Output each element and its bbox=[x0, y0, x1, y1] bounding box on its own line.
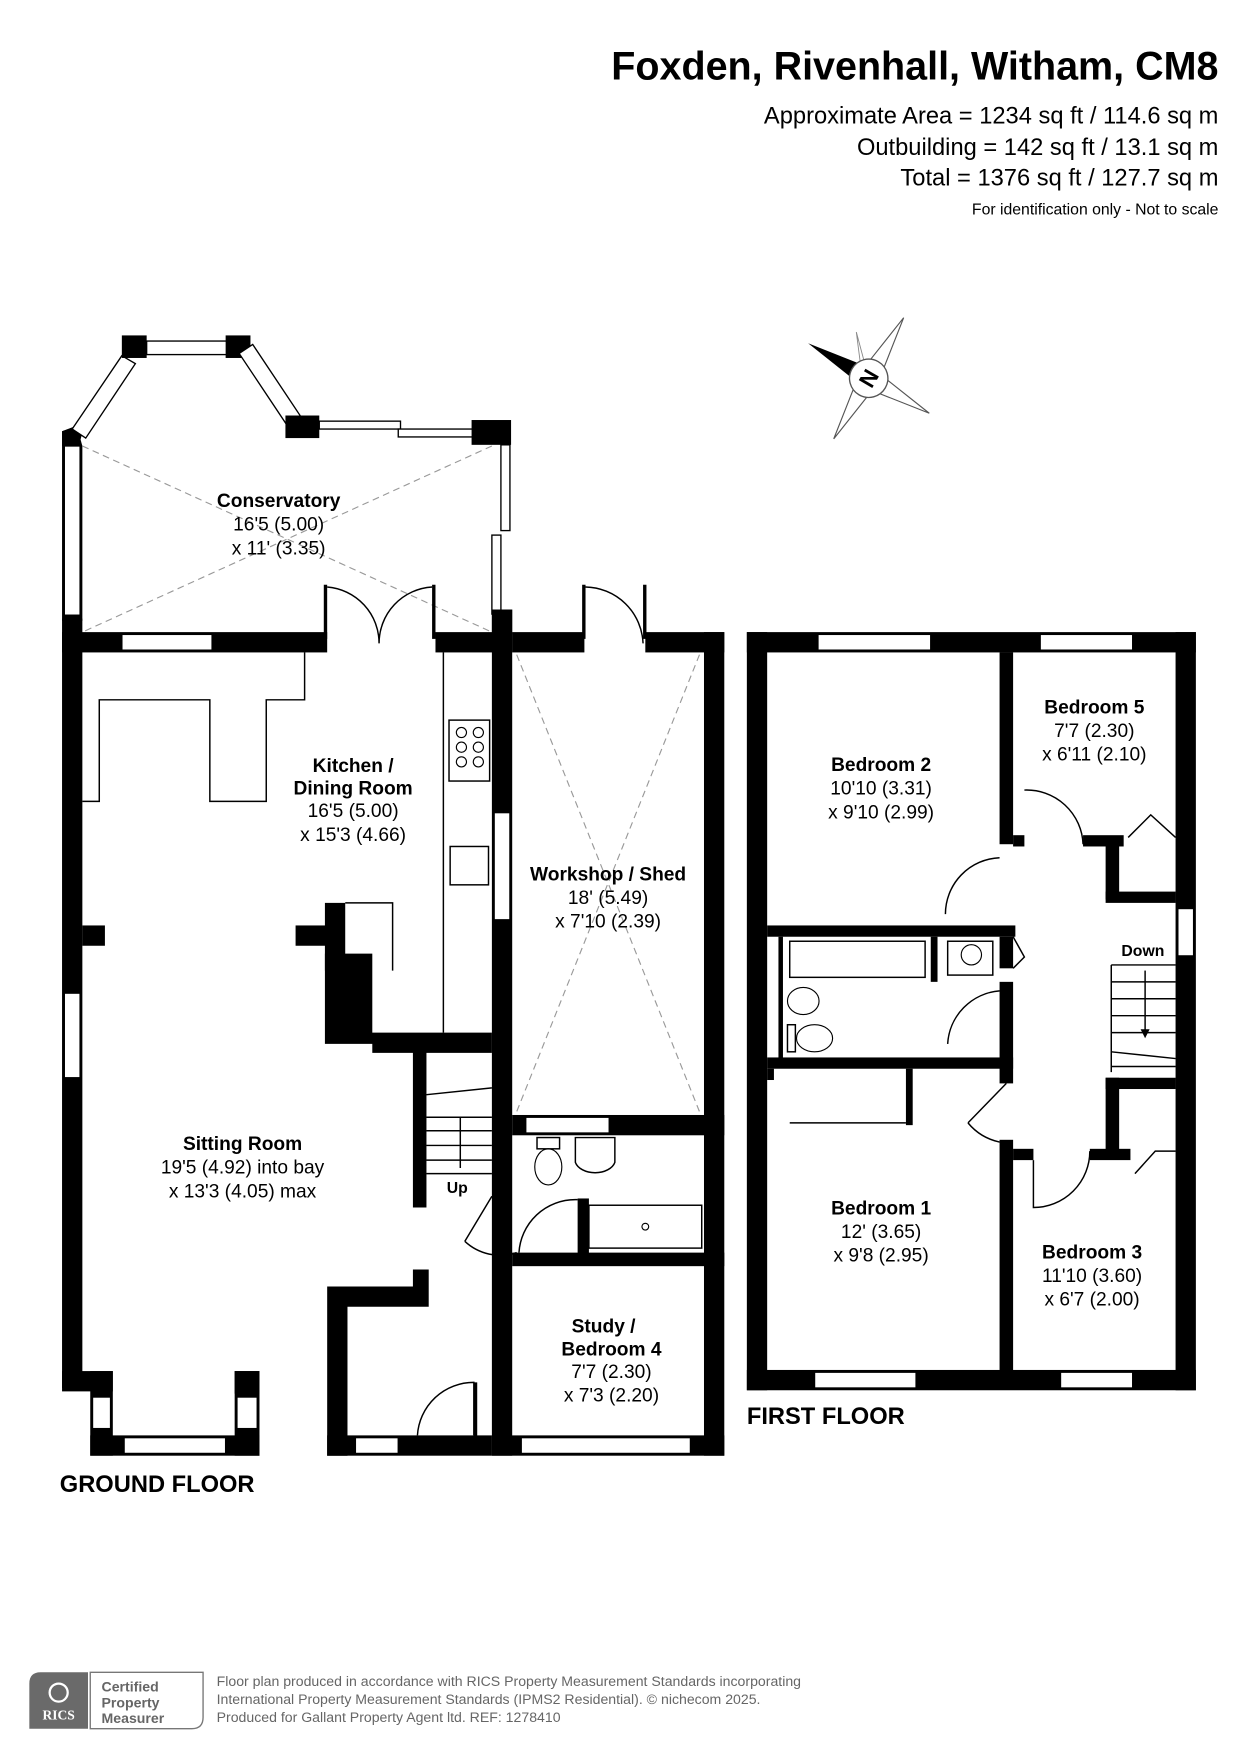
bedroom-3-dim2: x 6'7 (2.00) bbox=[1044, 1290, 1139, 1311]
footer-line2: International Property Measurement Stand… bbox=[217, 1691, 761, 1707]
bedroom-3-dim1: 11'10 (3.60) bbox=[1042, 1266, 1142, 1287]
kitchen-name-line2: Dining Room bbox=[294, 779, 413, 800]
footer-line1: Floor plan produced in accordance with R… bbox=[217, 1673, 801, 1689]
first-floor-walls bbox=[746, 632, 1196, 1391]
compass-icon: N bbox=[808, 317, 930, 440]
workshop-dim2: x 7'10 (2.39) bbox=[555, 912, 661, 933]
sitting-room-name: Sitting Room bbox=[183, 1134, 302, 1155]
first-floor-label: FIRST FLOOR bbox=[747, 1404, 905, 1430]
rics-logo-text: RICS bbox=[43, 1708, 75, 1723]
kitchen-name-line1: Kitchen / bbox=[313, 756, 395, 777]
workshop-dim1: 18' (5.49) bbox=[568, 888, 648, 909]
stairs-up-label: Up bbox=[447, 1180, 468, 1197]
sitting-room-dim1: 19'5 (4.92) into bay bbox=[161, 1158, 325, 1179]
bedroom-1-dim2: x 9'8 (2.95) bbox=[833, 1246, 928, 1267]
kitchen-dim1: 16'5 (5.00) bbox=[308, 801, 399, 822]
stairs-down-label: Down bbox=[1121, 943, 1164, 960]
badge-line1: Certified bbox=[102, 1678, 159, 1694]
study-dim1: 7'7 (2.30) bbox=[571, 1362, 651, 1383]
kitchen-dim2: x 15'3 (4.66) bbox=[300, 825, 406, 846]
total-area: Total = 1376 sq ft / 127.7 sq m bbox=[900, 165, 1218, 191]
first-floor-plan: Down Bedroom 2 10'10 (3.31) x 9'10 (2.99… bbox=[746, 632, 1196, 1430]
property-title: Foxden, Rivenhall, Witham, CM8 bbox=[611, 44, 1218, 88]
ground-floor-walls bbox=[62, 584, 725, 1456]
bedroom-2-dim2: x 9'10 (2.99) bbox=[828, 802, 934, 823]
workshop-name: Workshop / Shed bbox=[530, 864, 686, 885]
bedroom-2-dim1: 10'10 (3.31) bbox=[830, 779, 932, 800]
study-name-line1: Study / bbox=[572, 1317, 637, 1338]
conservatory-dim2: x 11' (3.35) bbox=[232, 538, 326, 559]
ground-floor-plan: Conservatory 16'5 (5.00) x 11' (3.35) bbox=[60, 335, 725, 1498]
conservatory-name: Conservatory bbox=[217, 491, 341, 512]
rics-badge: RICS Certified Property Measurer bbox=[29, 1671, 204, 1730]
study-dim2: x 7'3 (2.20) bbox=[564, 1386, 659, 1407]
approximate-area: Approximate Area = 1234 sq ft / 114.6 sq… bbox=[764, 103, 1219, 129]
outbuilding-area: Outbuilding = 142 sq ft / 13.1 sq m bbox=[857, 135, 1218, 161]
sitting-room-dim2: x 13'3 (4.05) max bbox=[169, 1181, 317, 1202]
ground-floor-label: GROUND FLOOR bbox=[60, 1472, 255, 1498]
bedroom-1-name: Bedroom 1 bbox=[831, 1198, 931, 1219]
scale-disclaimer: For identification only - Not to scale bbox=[972, 202, 1219, 219]
bedroom-1-dim1: 12' (3.65) bbox=[841, 1222, 921, 1243]
study-name-line2: Bedroom 4 bbox=[561, 1339, 661, 1360]
bedroom-3-name: Bedroom 3 bbox=[1042, 1242, 1142, 1263]
bedroom-5-dim2: x 6'11 (2.10) bbox=[1042, 745, 1146, 766]
bedroom-5-dim1: 7'7 (2.30) bbox=[1054, 721, 1134, 742]
conservatory-walls bbox=[62, 335, 513, 635]
footer-line3: Produced for Gallant Property Agent ltd.… bbox=[217, 1709, 561, 1725]
badge-line2: Property bbox=[102, 1694, 160, 1710]
badge-line3: Measurer bbox=[102, 1710, 165, 1726]
bedroom-2-name: Bedroom 2 bbox=[831, 755, 931, 776]
bedroom-5-name: Bedroom 5 bbox=[1044, 697, 1144, 718]
conservatory-dim1: 16'5 (5.00) bbox=[233, 515, 324, 536]
